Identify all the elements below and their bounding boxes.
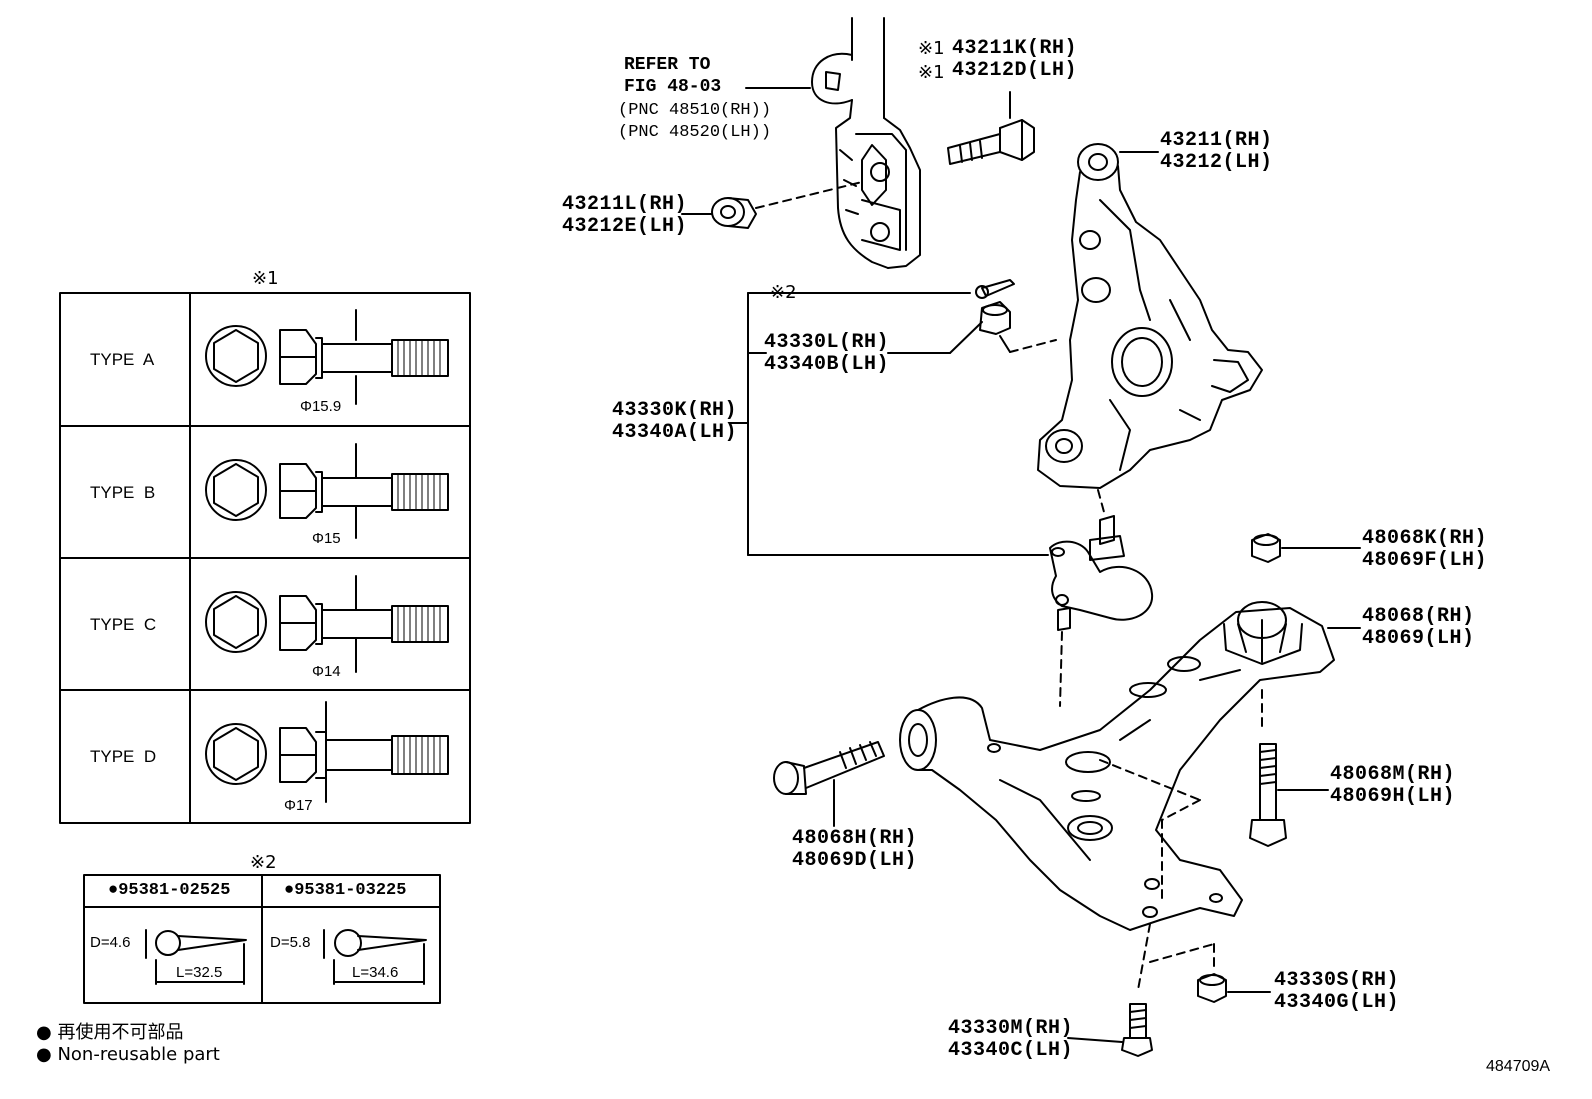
- bolt-48068h-drawing: [773, 741, 885, 827]
- type-b-diameter: Φ15: [312, 530, 341, 547]
- cotter-pin-drawing: [747, 279, 1057, 354]
- bolt-43330m-drawing: [1067, 1003, 1153, 1057]
- part-48069d[interactable]: 48069D(LH): [792, 849, 918, 872]
- non-reusable-dot-icon: ●: [108, 881, 119, 900]
- part-48068k[interactable]: 48068K(RH): [1362, 527, 1488, 550]
- part-48068h[interactable]: 48068H(RH): [792, 827, 918, 850]
- type-a-diameter: Φ15.9: [300, 398, 342, 415]
- pin-2-drawing: [323, 929, 427, 985]
- pin-2-d: D=5.8: [270, 934, 311, 951]
- non-reusable-dot-icon: ●: [36, 1022, 52, 1043]
- type-a-bolt: [205, 309, 449, 405]
- part-43330m[interactable]: 43330M(RH): [948, 1017, 1074, 1040]
- part-43330s[interactable]: 43330S(RH): [1274, 969, 1400, 992]
- part-48069[interactable]: 48069(LH): [1362, 627, 1475, 650]
- bolt-43211k-drawing: [947, 91, 1035, 165]
- type-c-diameter: Φ14: [312, 663, 341, 680]
- part-48068m[interactable]: 48068M(RH): [1330, 763, 1456, 786]
- part-48068[interactable]: 48068(RH): [1362, 605, 1475, 628]
- part-43340g[interactable]: 43340G(LH): [1274, 991, 1400, 1014]
- pin-1-part: ●95381-02525: [108, 881, 231, 900]
- note-mark-2: ※2: [770, 282, 797, 303]
- part-43330l[interactable]: 43330L(RH): [764, 331, 890, 354]
- nut-43211l-drawing: [681, 181, 863, 229]
- table1-title: ※1: [252, 268, 279, 289]
- part-43340c[interactable]: 43340C(LH): [948, 1039, 1074, 1062]
- part-43212e[interactable]: 43212E(LH): [562, 215, 688, 238]
- pin-table-grid: [83, 874, 441, 1004]
- part-43212d[interactable]: 43212D(LH): [952, 59, 1078, 82]
- legend-jp: ● 再使用不可部品: [36, 1022, 184, 1043]
- part-43211[interactable]: 43211(RH): [1160, 129, 1273, 152]
- pin-2-l: L=34.6: [352, 964, 399, 981]
- type-a-label: TYPE A: [90, 350, 155, 369]
- ball-joint-drawing: [1049, 515, 1154, 707]
- part-43340a[interactable]: 43340A(LH): [612, 421, 738, 444]
- type-d-label: TYPE D: [90, 747, 157, 766]
- nut-43330s-drawing: [1197, 973, 1271, 1003]
- part-43330k[interactable]: 43330K(RH): [612, 399, 738, 422]
- bracket-lines: [729, 292, 1049, 556]
- table2-title: ※2: [250, 852, 277, 873]
- note-mark-1b: ※1: [918, 62, 945, 83]
- type-d-bolt: [205, 701, 449, 803]
- pin-2-part: ●95381-03225: [284, 881, 407, 900]
- type-b-bolt: [205, 443, 449, 539]
- part-43212[interactable]: 43212(LH): [1160, 151, 1273, 174]
- pin-1-drawing: [145, 929, 247, 985]
- part-43211l[interactable]: 43211L(RH): [562, 193, 688, 216]
- type-d-diameter: Φ17: [284, 797, 313, 814]
- nut-48068k-drawing: [1251, 533, 1361, 629]
- part-43211k[interactable]: 43211K(RH): [952, 37, 1078, 60]
- refer-to-line4: (PNC 48520(LH)): [618, 123, 772, 142]
- part-43340b[interactable]: 43340B(LH): [764, 353, 890, 376]
- knuckle-drawing: [1037, 143, 1263, 513]
- refer-to-line3: (PNC 48510(RH)): [618, 101, 772, 120]
- lower-arm-drawing: [899, 601, 1335, 991]
- note-mark-1a: ※1: [918, 38, 945, 59]
- type-b-label: TYPE B: [90, 483, 156, 502]
- non-reusable-dot-icon: ●: [284, 881, 295, 900]
- type-table-grid: [59, 292, 471, 824]
- legend-en: ● Non-reusable part: [36, 1044, 220, 1065]
- refer-to-line1: REFER TO: [624, 55, 711, 75]
- refer-to-line2: FIG 48-03: [624, 77, 722, 97]
- part-48069h[interactable]: 48069H(LH): [1330, 785, 1456, 808]
- pin-1-d: D=4.6: [90, 934, 131, 951]
- type-c-label: TYPE C: [90, 615, 157, 634]
- part-48069f[interactable]: 48069F(LH): [1362, 549, 1488, 572]
- strut-drawing: [745, 17, 921, 269]
- non-reusable-dot-icon: ●: [36, 1044, 52, 1065]
- pin-1-l: L=32.5: [176, 964, 223, 981]
- type-c-bolt: [205, 575, 449, 673]
- bolt-48068m-drawing: [1249, 743, 1329, 847]
- figure-number: 484709A: [1486, 1058, 1551, 1075]
